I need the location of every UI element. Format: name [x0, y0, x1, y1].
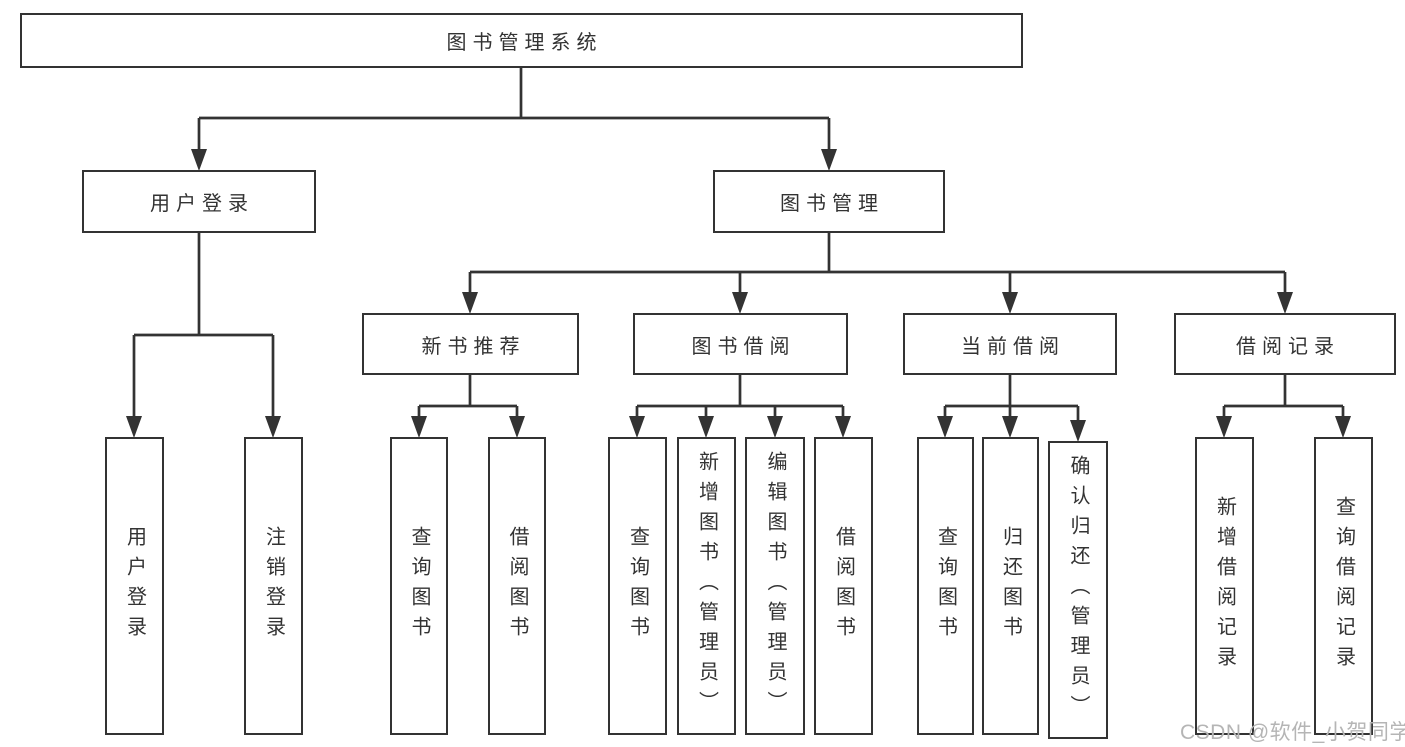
leaf-nb-borrow-books: 借阅图书 — [488, 437, 546, 735]
leaf-nb-query-books: 查询图书 — [390, 437, 448, 735]
connector-user-login-branch — [132, 233, 275, 420]
leaf-bb-query-books: 查询图书 — [608, 437, 667, 735]
leaf-logout: 注销登录 — [244, 437, 303, 735]
node-root: 图书管理系统 — [20, 13, 1023, 68]
leaf-user-login: 用户登录 — [105, 437, 164, 735]
node-borrow-records: 借阅记录 — [1174, 313, 1396, 375]
node-book-borrow: 图书借阅 — [633, 313, 848, 375]
connector-current-borrow-branch — [943, 375, 1080, 424]
node-user-login: 用户登录 — [82, 170, 316, 233]
leaf-cb-confirm-return-admin: 确认归还（管理员） — [1048, 441, 1108, 739]
node-book-management: 图书管理 — [713, 170, 945, 233]
watermark: CSDN @软件_小贺同学 — [1180, 721, 1405, 744]
leaf-cb-return-books: 归还图书 — [982, 437, 1039, 735]
arrowheads — [126, 149, 1351, 442]
node-current-borrow: 当前借阅 — [903, 313, 1117, 375]
connector-root-branch — [197, 68, 831, 152]
leaf-rec-add-record: 新增借阅记录 — [1195, 437, 1254, 735]
leaf-rec-query-record: 查询借阅记录 — [1314, 437, 1373, 735]
node-new-book-recommend: 新书推荐 — [362, 313, 579, 375]
connector-book-borrow-branch — [635, 375, 845, 420]
leaf-bb-borrow-books: 借阅图书 — [814, 437, 873, 735]
leaf-bb-edit-books-admin: 编辑图书（管理员） — [745, 437, 805, 735]
connector-book-mgmt-branch — [468, 233, 1287, 296]
leaf-cb-query-books: 查询图书 — [917, 437, 974, 735]
connector-borrow-records-branch — [1222, 375, 1345, 420]
leaf-bb-add-books-admin: 新增图书（管理员） — [677, 437, 736, 735]
connector-new-book-branch — [417, 375, 519, 420]
